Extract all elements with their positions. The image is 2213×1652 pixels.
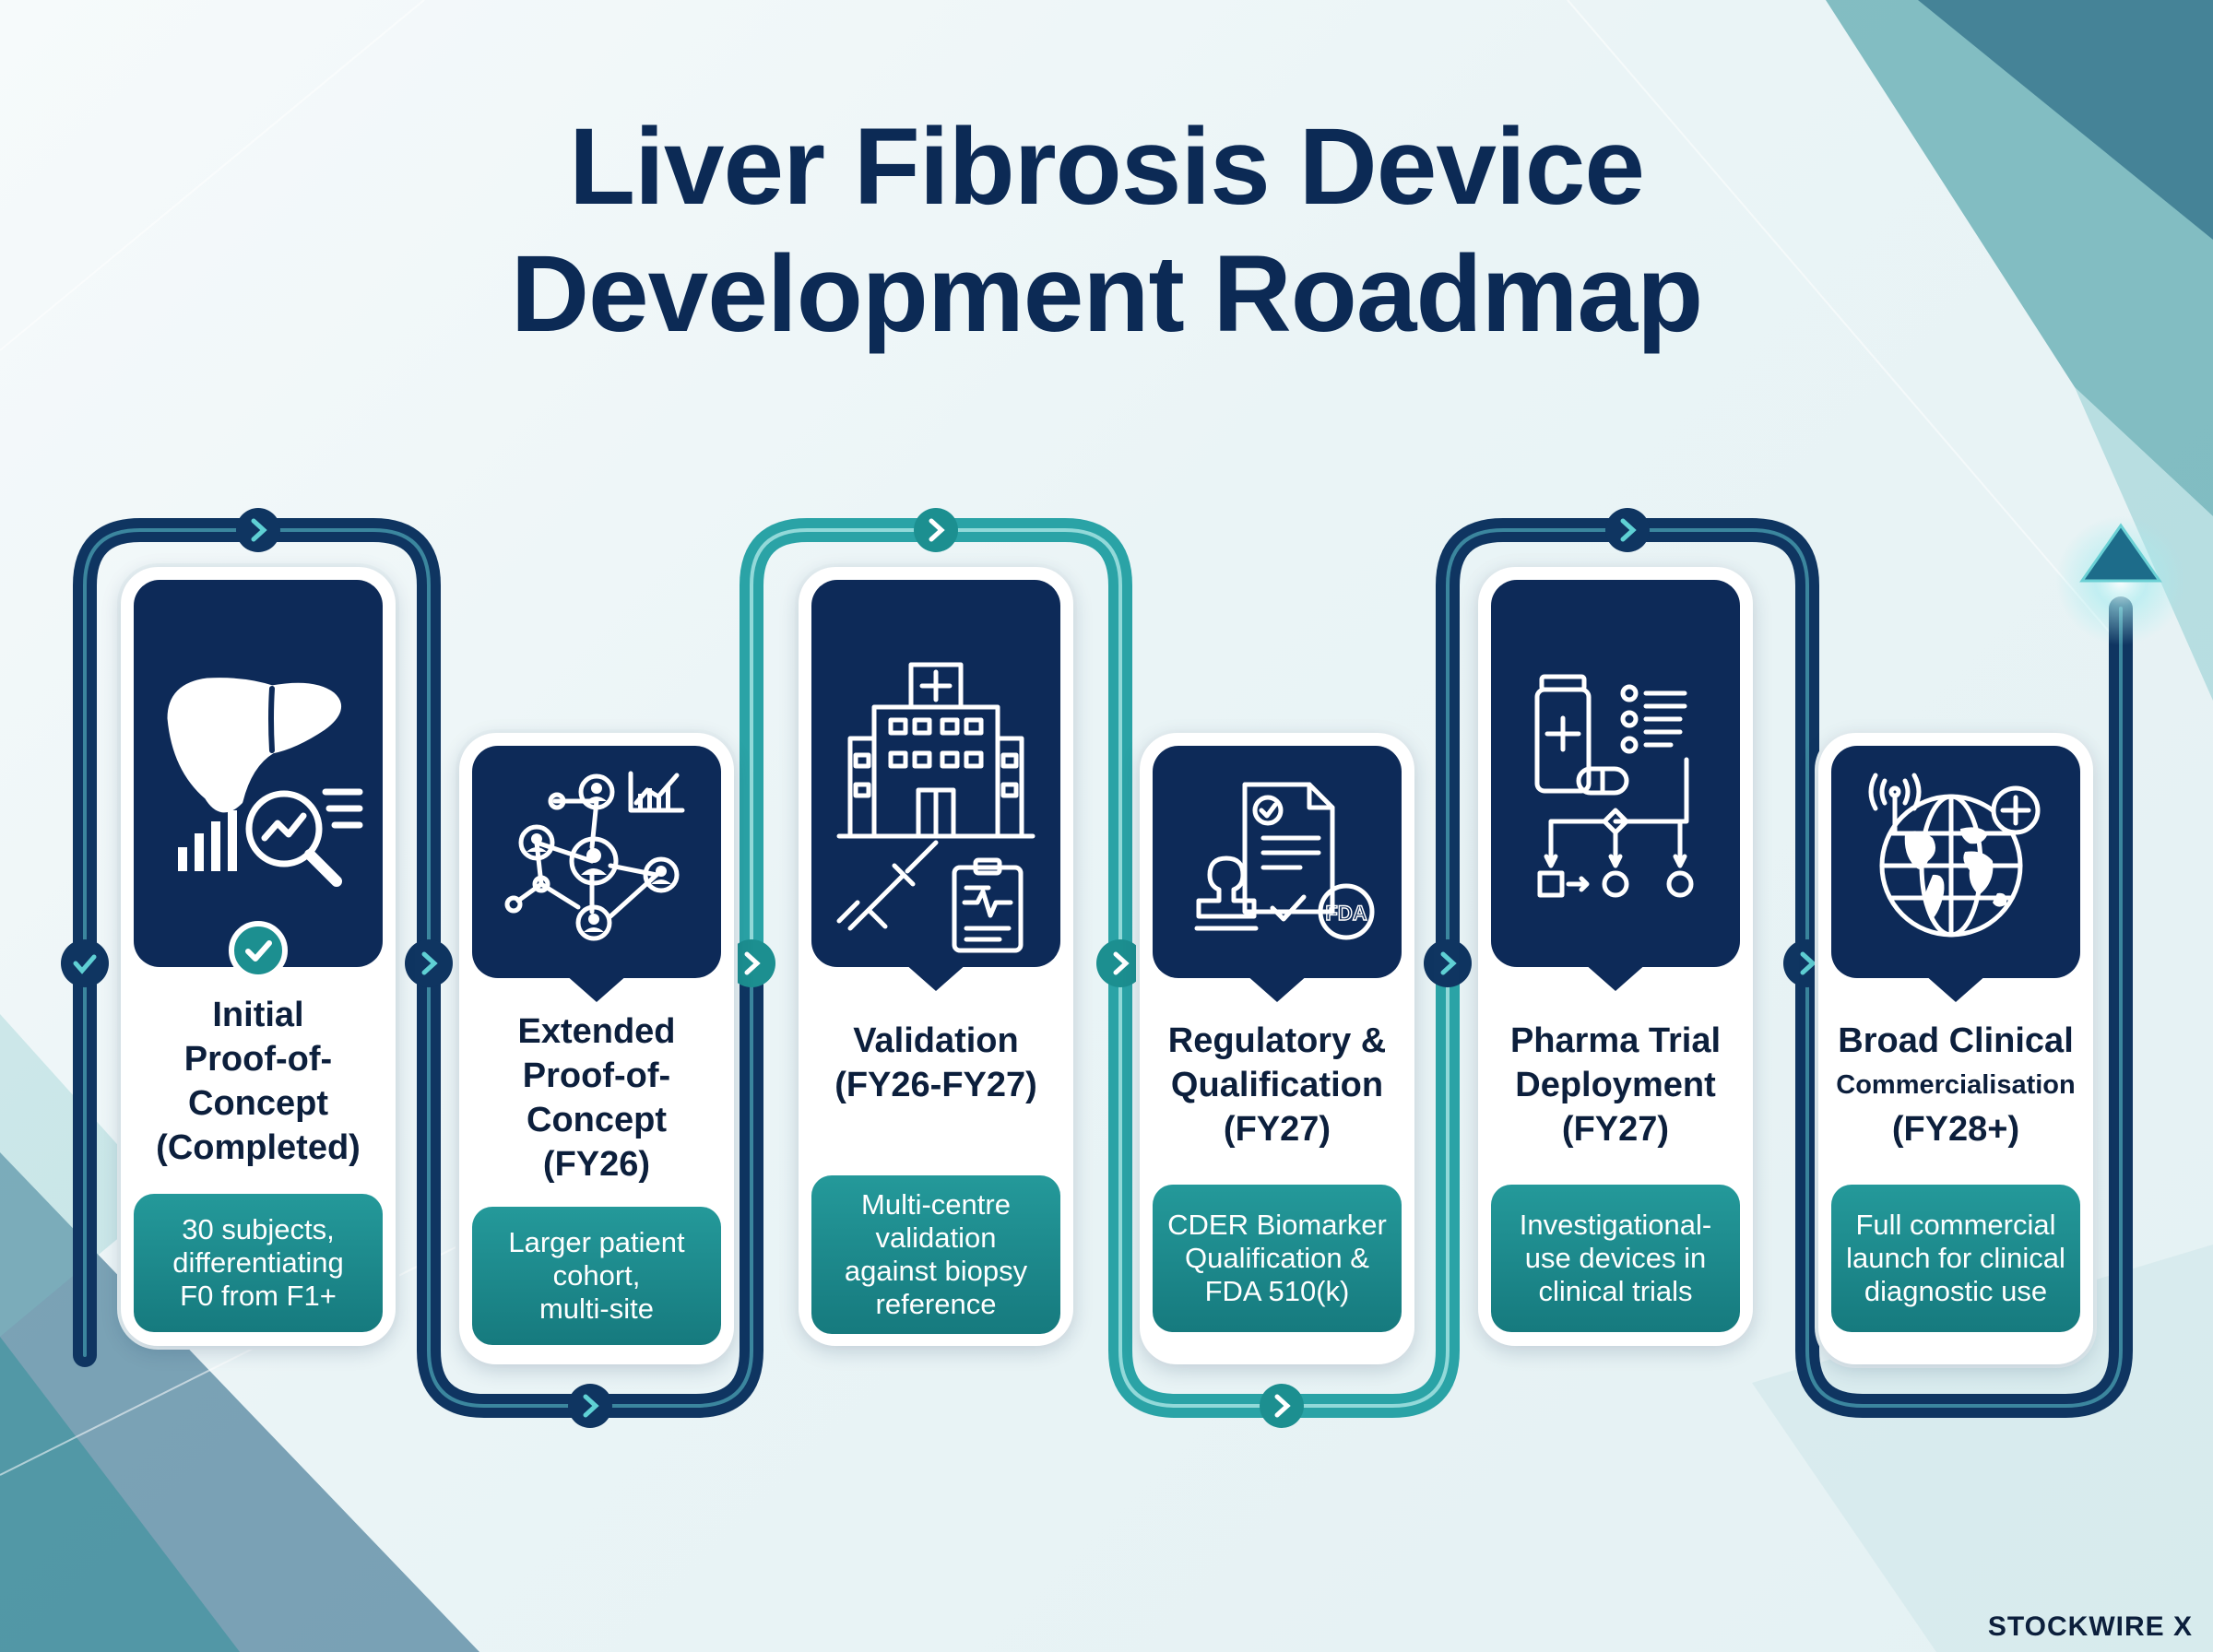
roadmap-step-5: Pharma Trial Deployment (FY27) Investiga… [1478,567,1753,1346]
page-title: Liver Fibrosis Device Development Roadma… [0,103,2213,358]
global-health-icon [1831,746,2080,978]
title-line-1: Liver Fibrosis Device [568,106,1645,228]
title-line-2: Development Roadmap [510,233,1703,355]
step-description: CDER Biomarker Qualification & FDA 510(k… [1153,1185,1402,1332]
roadmap-step-2: Extended Proof-of- Concept (FY26) Larger… [459,733,734,1364]
step-title: Broad Clinical Commercialisation (FY28+) [1836,1021,2076,1149]
roadmap-step-1: Initial Proof-of- Concept (Completed) 30… [121,567,396,1346]
fda-mark: FDA [1325,902,1367,925]
fda-document-stamp-icon: FDA [1153,746,1402,978]
step-title: Extended Proof-of- Concept (FY26) [517,1012,676,1184]
step-title: Initial Proof-of- Concept (Completed) [156,996,361,1167]
roadmap-step-3: Validation (FY26-FY27) Multi-centre vali… [799,567,1073,1346]
step-description: Larger patient cohort, multi-site [472,1207,721,1345]
step-title: Validation (FY26-FY27) [834,1021,1037,1104]
step-description: Full commercial launch for clinical diag… [1831,1185,2080,1332]
step-description: 30 subjects, differentiating F0 from F1+ [134,1194,383,1332]
track-chevron-nodes [61,508,1831,1428]
icon-pointer [905,963,967,991]
roadmap-step-6: Broad Clinical Commercialisation (FY28+)… [1818,733,2093,1364]
icon-pointer [1246,974,1308,1002]
roadmap-step-4: FDA Regulatory & Qualification (FY27) CD… [1140,733,1414,1364]
patient-network-icon [472,746,721,978]
completed-check-icon [229,921,288,980]
step-title: Regulatory & Qualification (FY27) [1167,1021,1387,1149]
icon-pointer [1584,963,1647,991]
step-title: Pharma Trial Deployment (FY27) [1509,1021,1722,1149]
icon-pointer [1924,974,1987,1002]
step-description: Multi-centre validation against biopsy r… [811,1175,1060,1334]
icon-pointer [565,974,628,1002]
liver-analytics-icon [134,580,383,967]
hospital-syringe-icon [811,580,1060,967]
step-description: Investigational- use devices in clinical… [1491,1185,1740,1332]
brand-logo: STOCKWIRE X [1987,1611,2193,1642]
pharma-flowchart-icon [1491,580,1740,967]
